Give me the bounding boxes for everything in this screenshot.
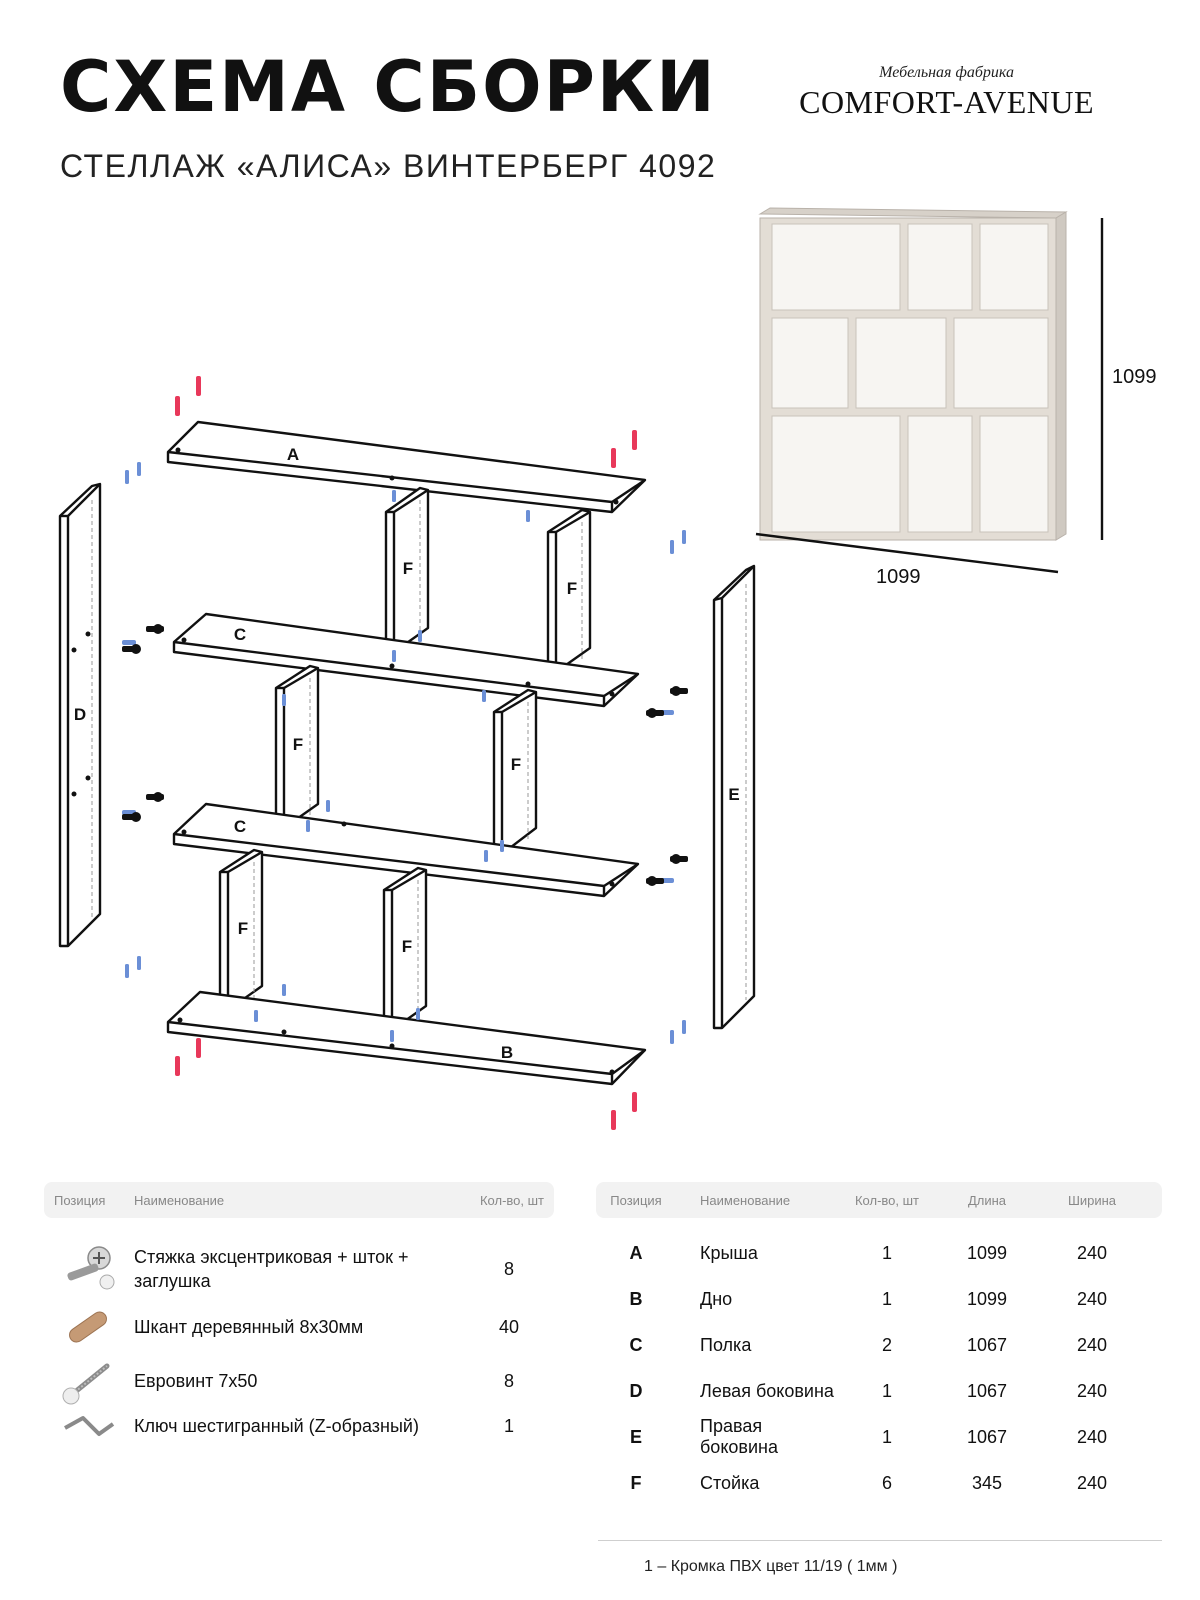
hardware-qty: 8 — [503, 1370, 514, 1391]
part-length: 1067 — [966, 1380, 1008, 1401]
parts-table: Позиция Наименование Кол-во, шт Длина Ши… — [596, 1182, 1162, 1506]
part-qty: 1 — [881, 1426, 892, 1447]
table-row: Ключ шестигранный (Z-образный) 1 — [44, 1406, 554, 1446]
label-f-5: F — [238, 919, 248, 938]
panel-e — [712, 564, 756, 1030]
part-name: Правая боковина — [700, 1416, 778, 1457]
hardware-name: Евровинт 7х50 — [134, 1371, 258, 1391]
brand-tagline: Мебельная фабрика — [879, 64, 1014, 81]
brand-name: COMFORT-AVENUE — [799, 84, 1094, 120]
label-f-2: F — [567, 579, 577, 598]
hex-key-icon — [44, 1403, 134, 1449]
part-length: 1067 — [966, 1334, 1008, 1355]
hardware-name: Шкант деревянный 8х30мм — [134, 1317, 364, 1337]
table-row: E Правая боковина 1 1067 240 — [596, 1414, 1162, 1460]
header-width: Ширина — [1067, 1192, 1117, 1208]
part-position: F — [630, 1472, 642, 1493]
panel-c-1 — [172, 612, 640, 708]
header-length: Длина — [967, 1192, 1007, 1208]
table-row: A Крыша 1 1099 240 — [596, 1230, 1162, 1276]
part-width: 240 — [1076, 1288, 1108, 1309]
part-width: 240 — [1076, 1426, 1108, 1447]
label-c-2: C — [234, 817, 246, 836]
label-f-4: F — [511, 755, 521, 774]
hardware-table: Позиция Наименование Кол-во, шт Стяжка э… — [44, 1182, 554, 1446]
part-length: 1099 — [966, 1288, 1008, 1309]
header-qty: Кол-во, шт — [854, 1192, 920, 1208]
part-position: E — [629, 1426, 642, 1447]
part-length: 345 — [971, 1472, 1003, 1493]
euro-screw-icon — [44, 1358, 134, 1405]
part-name: Дно — [700, 1288, 733, 1309]
table-row: Стяжка эксцентриковая + шток + заглушка … — [44, 1240, 554, 1298]
part-qty: 1 — [881, 1242, 892, 1263]
label-c-1: C — [234, 625, 246, 644]
part-position: A — [629, 1242, 643, 1263]
part-width: 240 — [1076, 1472, 1108, 1493]
part-width: 240 — [1076, 1380, 1108, 1401]
part-position: D — [629, 1380, 643, 1401]
header-name: Наименование — [134, 1192, 225, 1208]
panel-b — [166, 990, 647, 1086]
table-row: Евровинт 7х50 8 — [44, 1356, 554, 1406]
part-position: B — [629, 1288, 643, 1309]
label-e: E — [728, 785, 739, 804]
panel-d — [58, 482, 102, 948]
label-f-3: F — [293, 735, 303, 754]
part-name: Левая боковина — [700, 1380, 834, 1401]
hardware-name: Ключ шестигранный (Z-образный) — [134, 1416, 419, 1436]
panel-c-2 — [172, 802, 640, 898]
parts-table-header: Позиция Наименование Кол-во, шт Длина Ши… — [596, 1182, 1162, 1218]
product-subtitle: СТЕЛЛАЖ «АЛИСА» ВИНТЕРБЕРГ 4092 — [60, 148, 717, 184]
header-position: Позиция — [54, 1192, 106, 1208]
part-name: Стойка — [700, 1472, 760, 1493]
part-qty: 1 — [881, 1380, 892, 1401]
part-name: Полка — [700, 1334, 752, 1355]
edge-band-note: 1 – Кромка ПВХ цвет 11/19 ( 1мм ) — [644, 1558, 898, 1575]
part-name: Крыша — [700, 1242, 758, 1263]
wooden-dowel-icon — [44, 1304, 134, 1350]
header-position: Позиция — [610, 1192, 662, 1208]
dimension-width: 1099 — [876, 566, 921, 588]
part-width: 240 — [1076, 1334, 1108, 1355]
table-row: C Полка 2 1067 240 — [596, 1322, 1162, 1368]
hardware-table-header: Позиция Наименование Кол-во, шт — [44, 1182, 554, 1218]
hardware-qty: 8 — [503, 1258, 514, 1279]
label-d: D — [74, 705, 86, 724]
part-width: 240 — [1076, 1242, 1108, 1263]
table-row: Шкант деревянный 8х30мм 40 — [44, 1298, 554, 1356]
assembly-diagram: A F F C D F F E C F F B — [0, 200, 1200, 1160]
header-qty: Кол-во, шт — [479, 1192, 544, 1208]
brand-logo: Мебельная фабрика COMFORT-AVENUE — [799, 64, 1094, 121]
panel-a — [166, 420, 647, 514]
hardware-qty: 1 — [503, 1415, 514, 1436]
label-f-1: F — [403, 559, 413, 578]
part-qty: 6 — [881, 1472, 892, 1493]
page-title: СХЕМА СБОРКИ — [60, 46, 717, 128]
table-row: D Левая боковина 1 1067 240 — [596, 1368, 1162, 1414]
label-a: A — [287, 445, 299, 464]
part-qty: 1 — [881, 1288, 892, 1309]
dimension-height: 1099 — [1112, 366, 1157, 388]
part-position: C — [629, 1334, 643, 1355]
divider — [598, 1540, 1162, 1541]
part-length: 1067 — [966, 1426, 1008, 1447]
table-row: F Стойка 6 345 240 — [596, 1460, 1162, 1506]
hardware-name: Стяжка эксцентриковая + шток + заглушка — [134, 1247, 409, 1291]
table-row: B Дно 1 1099 240 — [596, 1276, 1162, 1322]
part-length: 1099 — [966, 1242, 1008, 1263]
hardware-qty: 40 — [498, 1316, 520, 1337]
cam-lock-icon — [44, 1246, 134, 1292]
part-qty: 2 — [881, 1334, 892, 1355]
label-f-6: F — [402, 937, 412, 956]
assembled-shelf-preview — [758, 207, 1068, 541]
label-b: B — [501, 1043, 513, 1062]
header-name: Наименование — [700, 1192, 791, 1208]
